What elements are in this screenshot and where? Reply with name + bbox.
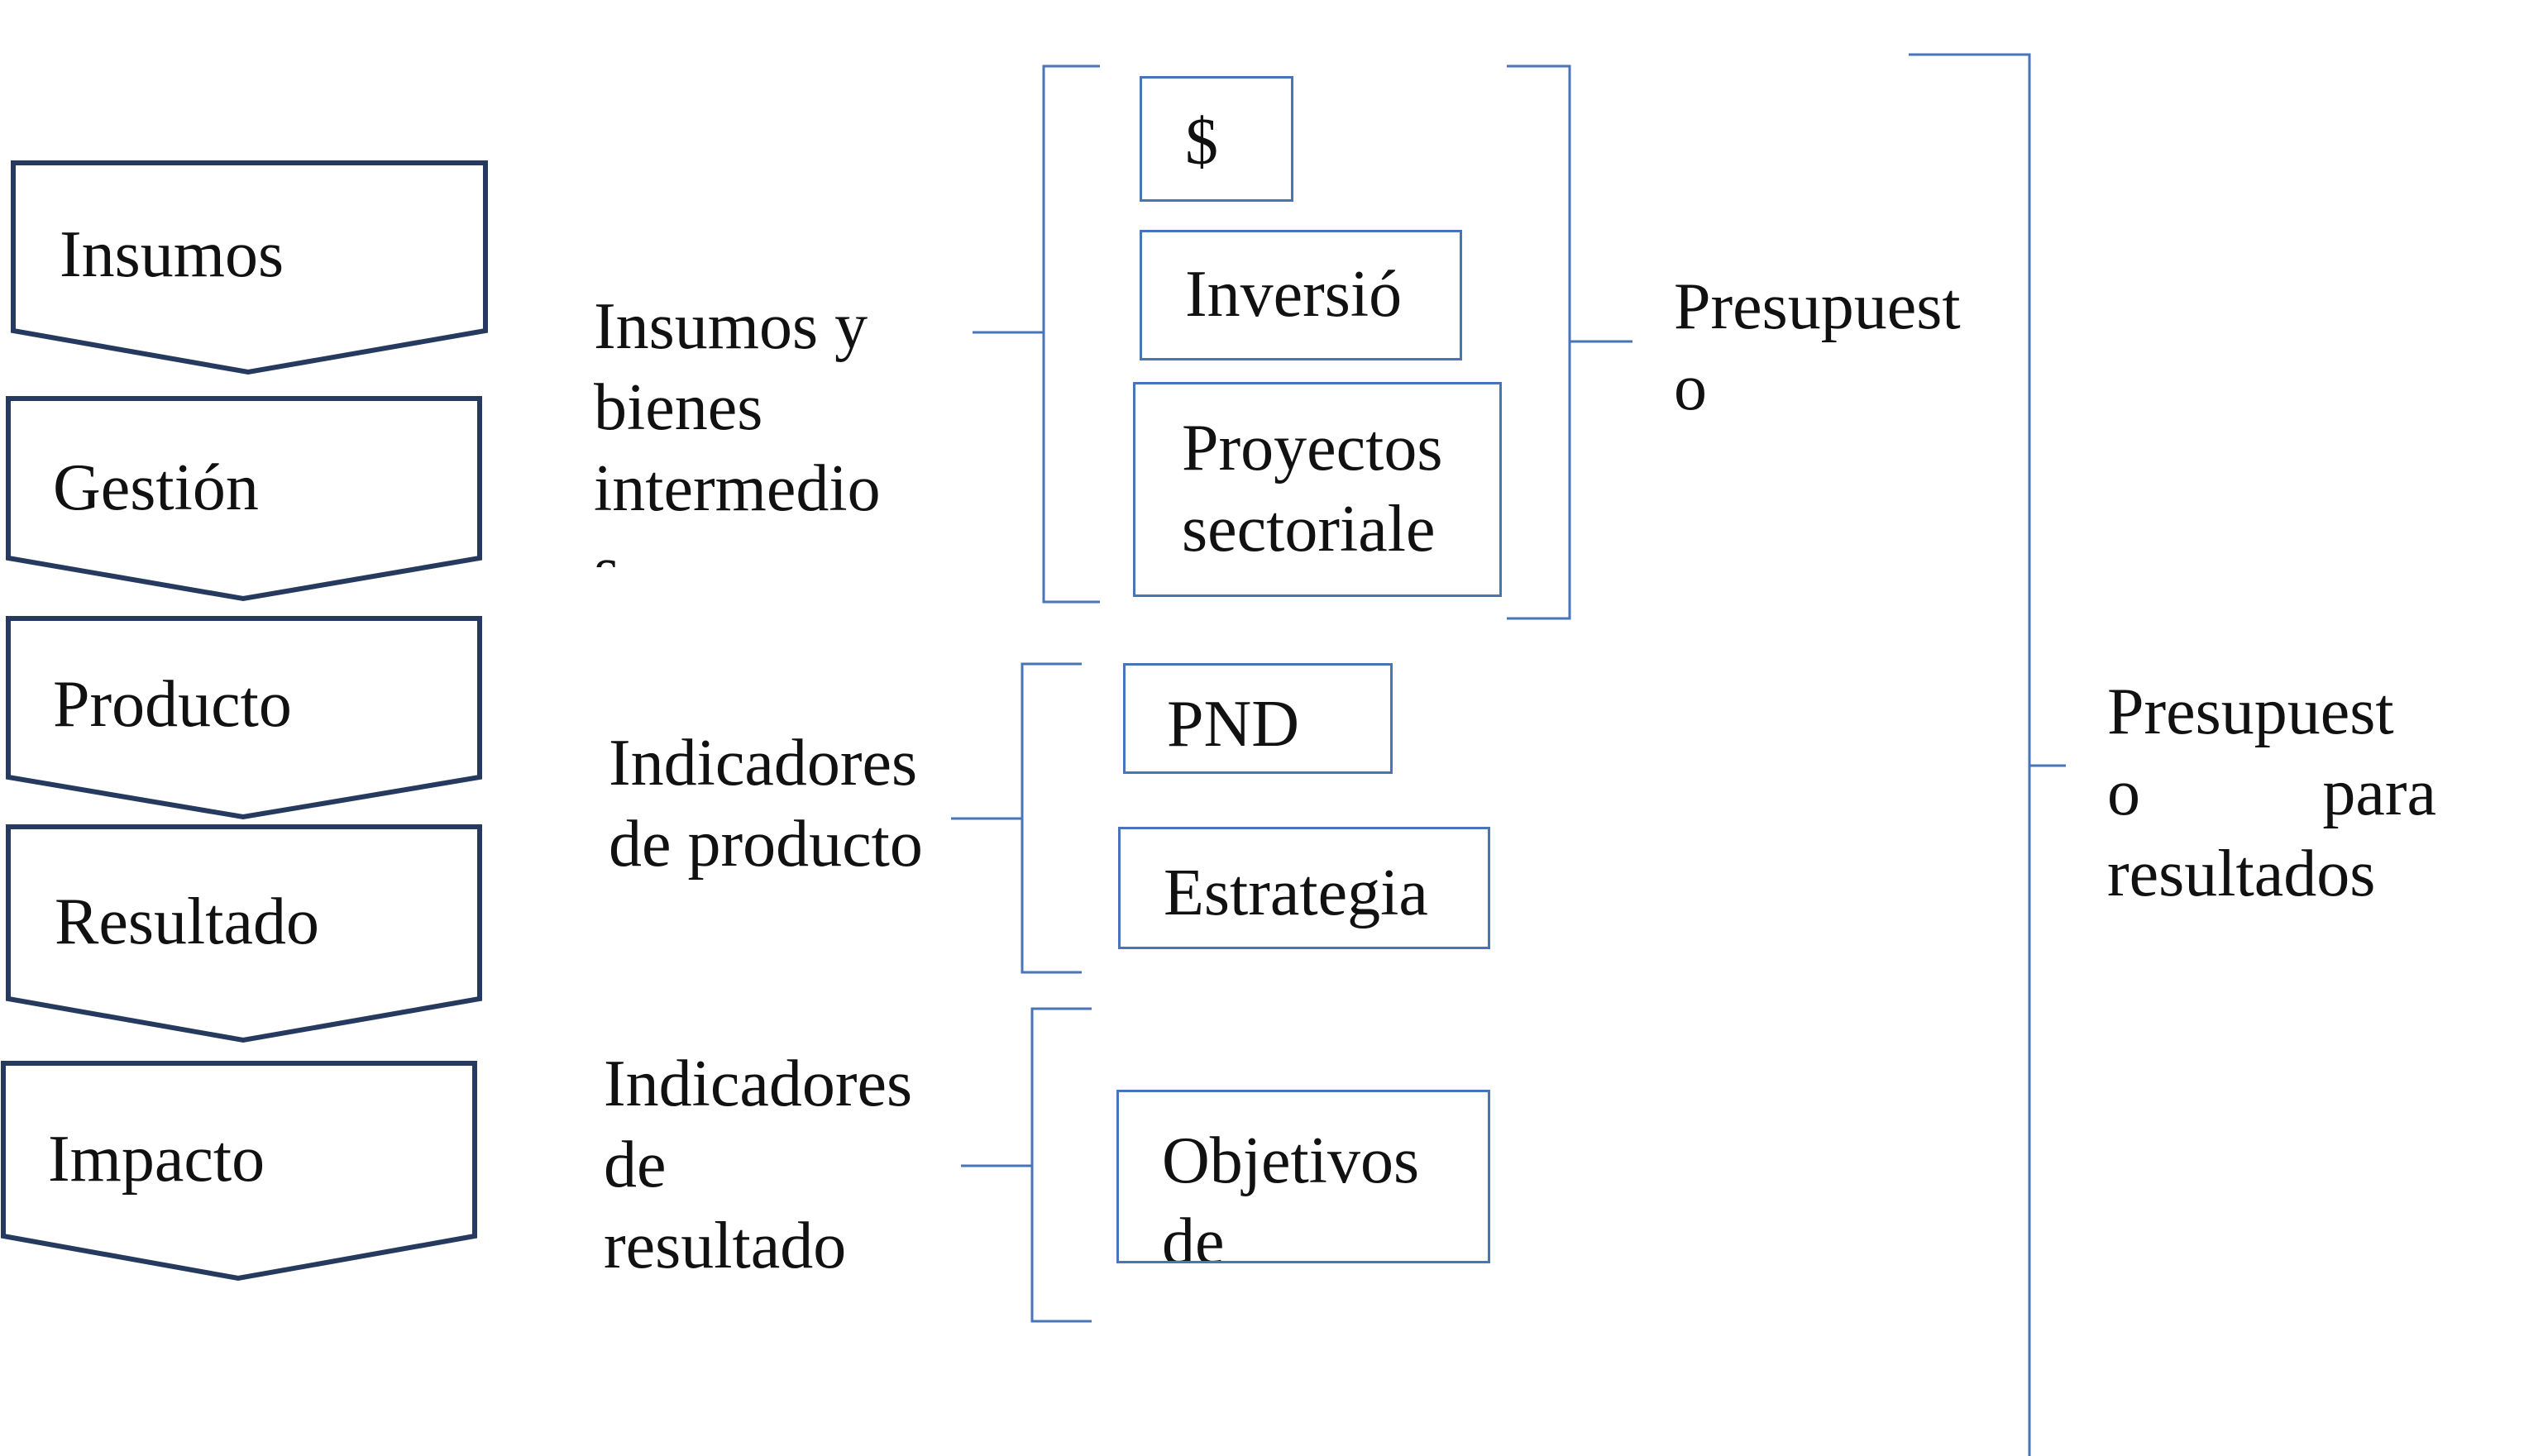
group-label-word: Insumos y xyxy=(594,290,868,363)
stage-label: Resultado xyxy=(55,886,319,958)
stage-resultado-chevron xyxy=(6,824,482,1043)
stage-gestion-chevron xyxy=(6,396,482,602)
stage-label: Gestión xyxy=(53,451,259,524)
stage-impacto-chevron xyxy=(1,1061,477,1282)
group-label-resultado: Indicadores de resultado xyxy=(604,1043,951,1300)
group-label-line: intermedio xyxy=(594,452,881,525)
item-box-inversion: Inversió xyxy=(1140,230,1462,360)
group-label-line: Indicadores xyxy=(609,727,918,800)
group-label-producto: Indicadores de producto xyxy=(609,723,956,905)
stage-producto-chevron xyxy=(6,616,482,820)
group-producto-left-bracket xyxy=(951,662,1082,974)
ppr-word: para xyxy=(2322,757,2436,829)
group-label-line: Insumos y xyxy=(594,286,925,367)
group-label-insumos: Insumos y bienes intermedio s xyxy=(594,286,925,567)
item-text: PND xyxy=(1167,688,1300,761)
stage-insumos-chevron xyxy=(11,160,488,375)
item-box-dinero: $ xyxy=(1140,76,1293,202)
presupuesto-bracket xyxy=(1507,64,1632,620)
ppr-line: resultados xyxy=(2107,838,2376,910)
ppr-label: Presupuest o para resultados xyxy=(2107,671,2436,914)
ppr-line: Presupuest xyxy=(2107,675,2394,748)
group-label-line: de xyxy=(604,1129,667,1201)
stage-label: Impacto xyxy=(48,1123,265,1196)
stage-label: Insumos xyxy=(60,218,284,291)
item-box-pnd: PND xyxy=(1123,663,1393,774)
presupuesto-line: o xyxy=(1674,351,1707,424)
item-box-proyectos: Proyectos sectoriale xyxy=(1133,382,1502,597)
item-text: Objetivos de xyxy=(1162,1124,1420,1263)
item-text: Estrategia xyxy=(1164,857,1428,929)
ppr-word: o xyxy=(2107,757,2140,829)
item-text: $ xyxy=(1185,106,1218,179)
stage-label: Producto xyxy=(53,668,292,741)
item-text: Proyectos sectoriale xyxy=(1182,412,1443,566)
ppr-line: o para xyxy=(2107,752,2436,833)
group-resultado-left-bracket xyxy=(961,1007,1092,1323)
group-label-line: de producto xyxy=(609,808,923,881)
item-box-objetivos: Objetivos de xyxy=(1116,1090,1490,1263)
group-label-line: resultado xyxy=(604,1210,847,1282)
group-label-line: bienes xyxy=(594,371,763,444)
ppr-bracket xyxy=(1909,53,2066,1456)
item-box-estrategia: Estrategia xyxy=(1118,827,1490,949)
group-insumos-left-bracket xyxy=(973,64,1100,604)
item-text: Inversió xyxy=(1185,258,1403,331)
presupuesto-label: Presupuest o xyxy=(1674,266,2005,428)
group-label-line: Indicadores xyxy=(604,1048,913,1120)
presupuesto-line: Presupuest xyxy=(1674,270,1961,343)
group-label-line: s xyxy=(594,529,925,567)
